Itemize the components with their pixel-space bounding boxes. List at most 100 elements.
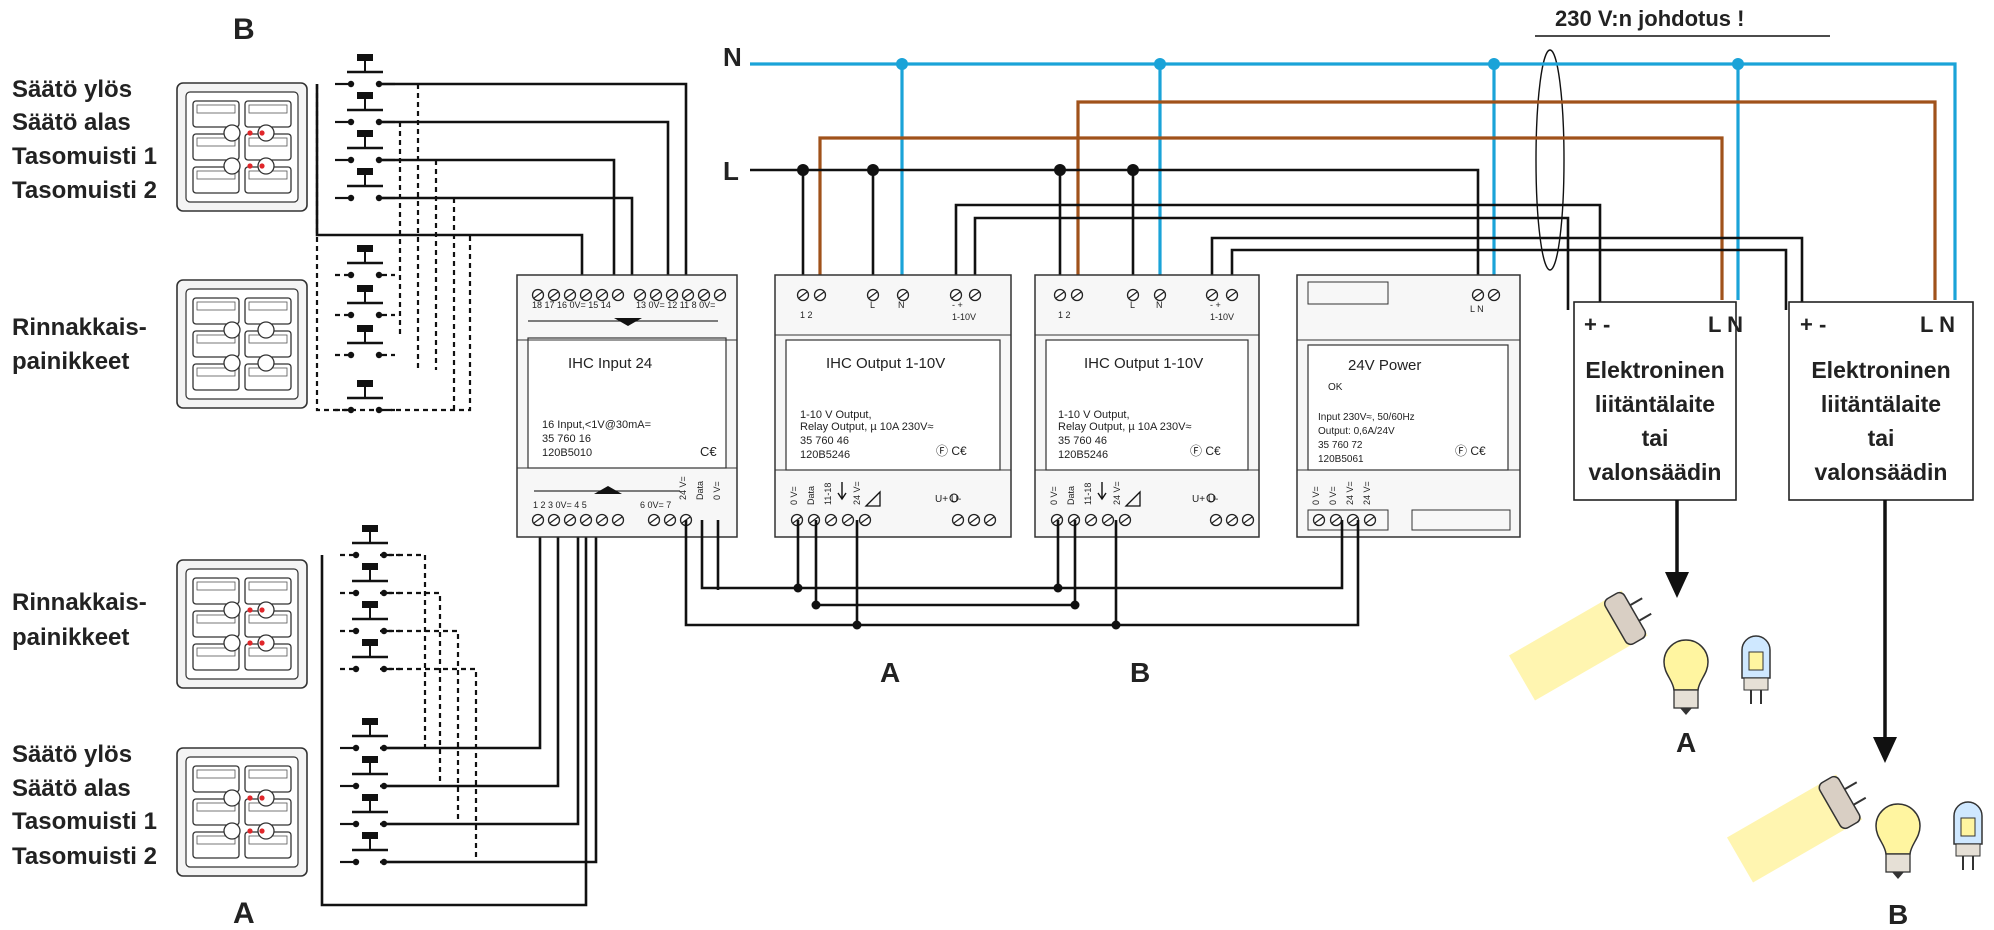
panel-key	[192, 330, 240, 358]
power-ln-terminals: L N	[1470, 304, 1484, 314]
panel-key	[192, 363, 240, 391]
terminal-slot	[1155, 291, 1165, 299]
push-switch	[335, 245, 395, 279]
panel-knob	[257, 789, 275, 807]
terminal-slot	[1348, 516, 1358, 524]
terminal-slot	[667, 291, 677, 299]
tube-pin	[1853, 796, 1867, 806]
panel-key-label-area	[248, 104, 288, 114]
panel-knob	[257, 321, 275, 339]
push-switch	[340, 794, 400, 828]
terminal-slot	[565, 516, 575, 524]
terminal-slot	[1072, 291, 1082, 299]
ballast-a-line-4: valonsäädin	[1589, 459, 1722, 485]
panel-knob	[223, 124, 241, 142]
panel-key-label-area	[196, 334, 236, 344]
power-title: 24V Power	[1348, 357, 1421, 374]
terminal-slot	[970, 291, 980, 299]
switched-wires	[818, 100, 1937, 300]
bottom-label-3: Tasomuisti 1	[12, 808, 157, 835]
halogen-filament	[1748, 651, 1764, 671]
power-fi-mark: Ⓕ C€	[1455, 444, 1486, 458]
terminal-slot	[665, 516, 675, 524]
out-b-0v: 0 V=	[1049, 486, 1059, 505]
terminal-slot	[1473, 291, 1483, 299]
input-top-terminals: 18 17 16 0V= 15 14	[532, 300, 611, 310]
output-b-label: B	[1130, 657, 1150, 688]
line-label: L	[723, 156, 739, 186]
ballast-a-line-1: Elektroninen	[1585, 357, 1724, 383]
ballast-b-ln: L N	[1920, 312, 1955, 337]
input-bottom-terminals-2: 6 0V= 7	[640, 500, 671, 510]
tube-pin	[1844, 781, 1858, 791]
terminal-slot	[549, 291, 559, 299]
terminal-slot	[860, 516, 870, 524]
line-wires	[750, 164, 1480, 292]
panel-key-label-area	[196, 170, 236, 180]
terminal-slot	[683, 291, 693, 299]
ballast-a-line-3: tai	[1642, 425, 1669, 451]
terminal-slot	[1128, 291, 1138, 299]
panel-knob	[257, 354, 275, 372]
bulb-socket	[1885, 853, 1911, 873]
out-a-relay-terminals: 1 2	[800, 310, 813, 320]
panel-key	[192, 297, 240, 325]
panel-led	[247, 795, 253, 801]
panel-key-label-area	[196, 614, 236, 624]
ihc-input-module: 18 17 16 0V= 15 14 13 0V= 12 11 8 0V= IH…	[516, 274, 738, 538]
input-side-0v: 0 V=	[712, 481, 722, 500]
terminal-slot	[581, 516, 591, 524]
top-label-1: Säätö ylös	[12, 76, 132, 103]
power-0v-a: 0 V=	[1311, 486, 1321, 505]
push-switch	[340, 832, 400, 866]
terminal-slot	[1207, 291, 1217, 299]
panel-key	[192, 577, 240, 605]
terminal-slot	[1086, 516, 1096, 524]
switch-panel	[176, 82, 308, 212]
out-b-uu: U+ U-	[1192, 494, 1218, 505]
panel-key-label-area	[196, 581, 236, 591]
control-wires-top	[954, 203, 1804, 310]
terminal-slot	[565, 291, 575, 299]
input-ce-mark: C€	[700, 444, 717, 459]
panel-key-label-area	[196, 137, 236, 147]
terminal-slot	[951, 291, 961, 299]
panel-key-label-area	[196, 802, 236, 812]
panel-led	[259, 795, 265, 801]
terminal-slot	[649, 516, 659, 524]
out-b-pm-terminals: - +	[1210, 300, 1221, 310]
panel-key-label-area	[196, 104, 236, 114]
switch-wires-bottom	[320, 520, 598, 907]
input-side-24v: 24 V=	[678, 476, 688, 500]
terminal-slot	[1211, 516, 1221, 524]
push-switch	[340, 563, 400, 597]
out-a-title: IHC Output 1-10V	[826, 355, 945, 372]
terminal-screws	[531, 288, 1501, 527]
push-switch	[340, 525, 400, 559]
bulb-glass	[1875, 803, 1921, 855]
ballast-b-line-3: tai	[1868, 425, 1895, 451]
terminal-slot	[898, 291, 908, 299]
neutral-label: N	[723, 42, 742, 72]
panel-knob	[223, 354, 241, 372]
out-a-24v: 24 V=	[852, 481, 862, 505]
lamp-b-label: B	[1888, 899, 1908, 930]
terminal-slot	[969, 516, 979, 524]
arrow-to-lamp-b	[1873, 500, 1897, 763]
terminal-slot	[1489, 291, 1499, 299]
push-switch	[335, 285, 395, 319]
bottom-label-4: Tasomuisti 2	[12, 843, 157, 870]
group-bottom-label: A	[233, 897, 255, 930]
out-a-uu: U+ U-	[935, 494, 961, 505]
ballast-a-pm: + -	[1584, 312, 1610, 337]
out-a-1118: 11-18	[823, 483, 833, 505]
terminal-slot	[843, 516, 853, 524]
lamp-a-label: A	[1676, 727, 1696, 758]
terminal-slot	[1103, 516, 1113, 524]
out-b-24v: 24 V=	[1112, 481, 1122, 505]
input-number: 35 760 16	[542, 433, 591, 445]
ballast-b-line-4: valonsäädin	[1815, 459, 1948, 485]
out-a-code: 120B5246	[800, 449, 850, 461]
bulb-glass	[1663, 639, 1709, 691]
